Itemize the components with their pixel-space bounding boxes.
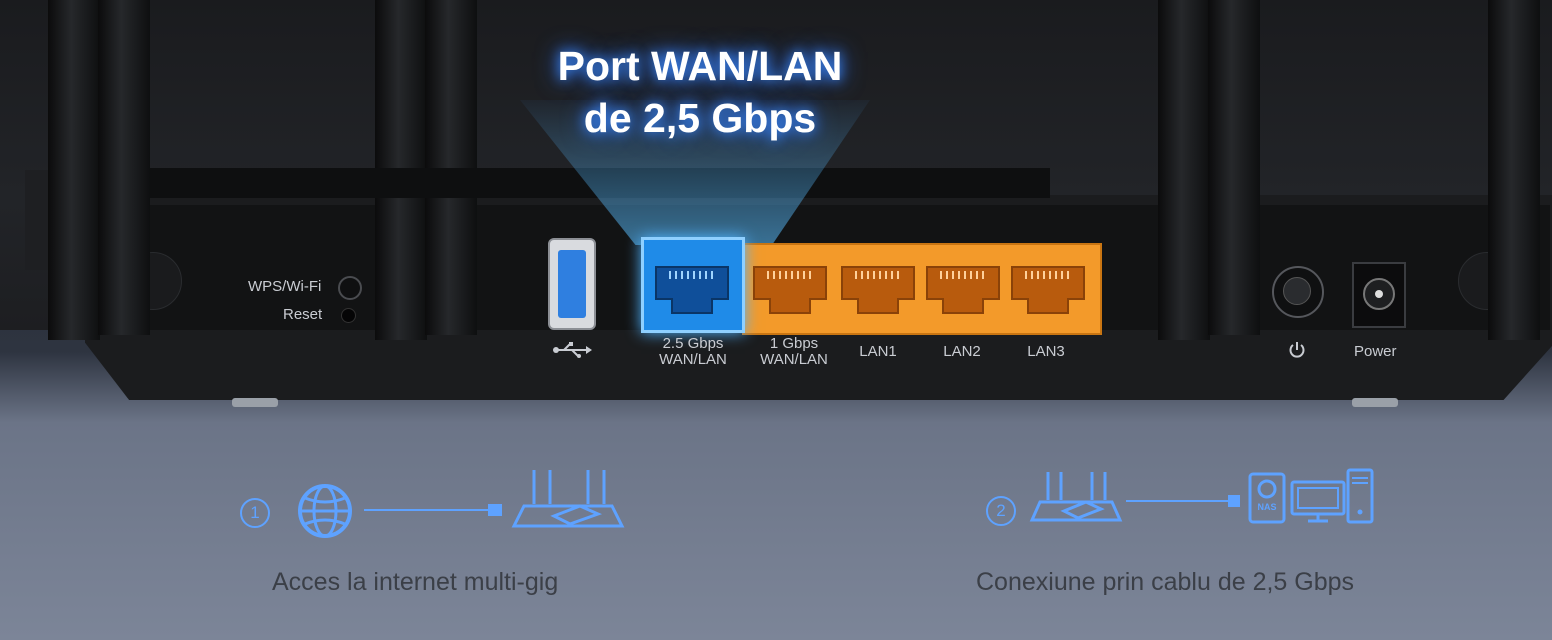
port-label-line: WAN/LAN	[659, 351, 727, 368]
headline: Port WAN/LAN de 2,5 Gbps	[520, 40, 880, 144]
wps-label: WPS/Wi-Fi	[248, 278, 322, 295]
usb-icon	[552, 342, 592, 363]
reset-label: Reset	[283, 306, 323, 323]
usb-port-tongue	[558, 250, 586, 318]
port-label-line: 2.5 Gbps	[662, 335, 724, 352]
power-button[interactable]	[1272, 266, 1324, 318]
antenna	[48, 0, 100, 340]
port-label-1g: 1 Gbps WAN/LAN	[744, 336, 844, 368]
port-label-line: WAN/LAN	[760, 351, 828, 368]
port-lan2[interactable]	[925, 265, 1001, 315]
monitor-icon	[1290, 480, 1346, 529]
cable-plug	[488, 504, 502, 516]
cable-line	[364, 509, 490, 511]
power-button-cap	[1283, 277, 1311, 305]
port-label-2-5g: 2.5 Gbps WAN/LAN	[643, 336, 743, 368]
power-icon	[1288, 341, 1306, 364]
antenna	[1208, 0, 1260, 335]
usb-port[interactable]	[548, 238, 596, 330]
antenna	[1488, 0, 1540, 340]
port-label-lan1: LAN1	[859, 343, 897, 360]
port-label-lan2: LAN2	[943, 343, 981, 360]
power-label: Power	[1354, 343, 1397, 360]
globe-icon	[296, 482, 354, 545]
step-1-caption: Acces la internet multi-gig	[272, 568, 559, 596]
port-lan3[interactable]	[1010, 265, 1086, 315]
port-1g-wan-lan[interactable]	[752, 265, 828, 315]
antenna	[425, 0, 477, 335]
pc-tower-icon	[1346, 468, 1374, 529]
port-label-lan3: LAN3	[1027, 343, 1065, 360]
port-2-5g-wan-lan[interactable]	[654, 265, 730, 315]
antenna	[1158, 0, 1210, 340]
wps-wifi-button[interactable]	[338, 276, 362, 300]
cable-plug	[1228, 495, 1240, 507]
power-jack[interactable]	[1352, 262, 1406, 328]
router-foot	[232, 398, 278, 407]
router-foot	[1352, 398, 1398, 407]
headline-line-2: de 2,5 Gbps	[583, 95, 817, 141]
nas-icon	[1248, 472, 1286, 529]
power-jack-socket	[1363, 278, 1395, 310]
antenna	[98, 0, 150, 335]
step-1-number: 1	[240, 498, 270, 528]
step-2-number: 2	[986, 496, 1016, 526]
router-icon	[1028, 468, 1124, 531]
port-lan1[interactable]	[840, 265, 916, 315]
cable-line	[1126, 500, 1230, 502]
nas-label: NAS	[1257, 502, 1277, 512]
power-jack-pin	[1375, 290, 1383, 298]
headline-line-1: Port WAN/LAN	[557, 43, 843, 89]
reset-pinhole[interactable]	[341, 308, 356, 323]
step-2-caption: Conexiune prin cablu de 2,5 Gbps	[976, 568, 1355, 596]
port-label-line: 1 Gbps	[769, 335, 819, 352]
router-icon	[510, 466, 626, 537]
